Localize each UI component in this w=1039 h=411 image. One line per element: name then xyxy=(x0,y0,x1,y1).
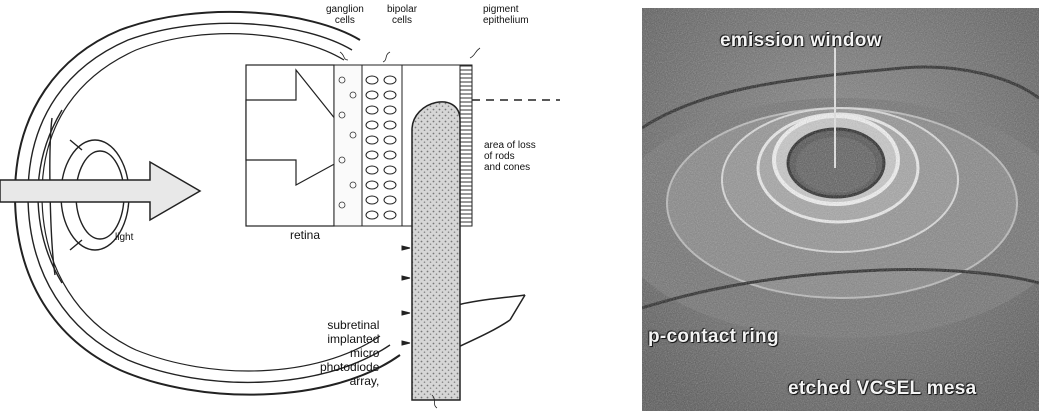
light-label: light xyxy=(115,232,133,243)
ganglion-cells-label: ganglion cells xyxy=(326,4,364,26)
retina-label: retina xyxy=(290,230,320,241)
vcsel-sem-image: emission window p-contact ring etched VC… xyxy=(642,8,1039,411)
p-contact-ring-label: p-contact ring xyxy=(648,326,779,348)
emission-window-label: emission window xyxy=(720,30,882,52)
eye-retina-diagram xyxy=(0,0,610,411)
photodiode-array-implant xyxy=(412,102,460,400)
etched-vcsel-mesa-label: etched VCSEL mesa xyxy=(788,378,977,400)
implant-indicator-arrows xyxy=(402,246,410,345)
implant-label: subretinal implanted micro photodiode ar… xyxy=(320,318,379,388)
bipolar-cells-label: bipolar cells xyxy=(387,4,417,26)
pigment-epithelium-label: pigment epithelium xyxy=(483,4,529,26)
bipolar-cell-layer xyxy=(362,65,402,226)
ganglion-cell-layer xyxy=(334,65,362,226)
loss-area-label: area of loss of rods and cones xyxy=(484,140,536,173)
